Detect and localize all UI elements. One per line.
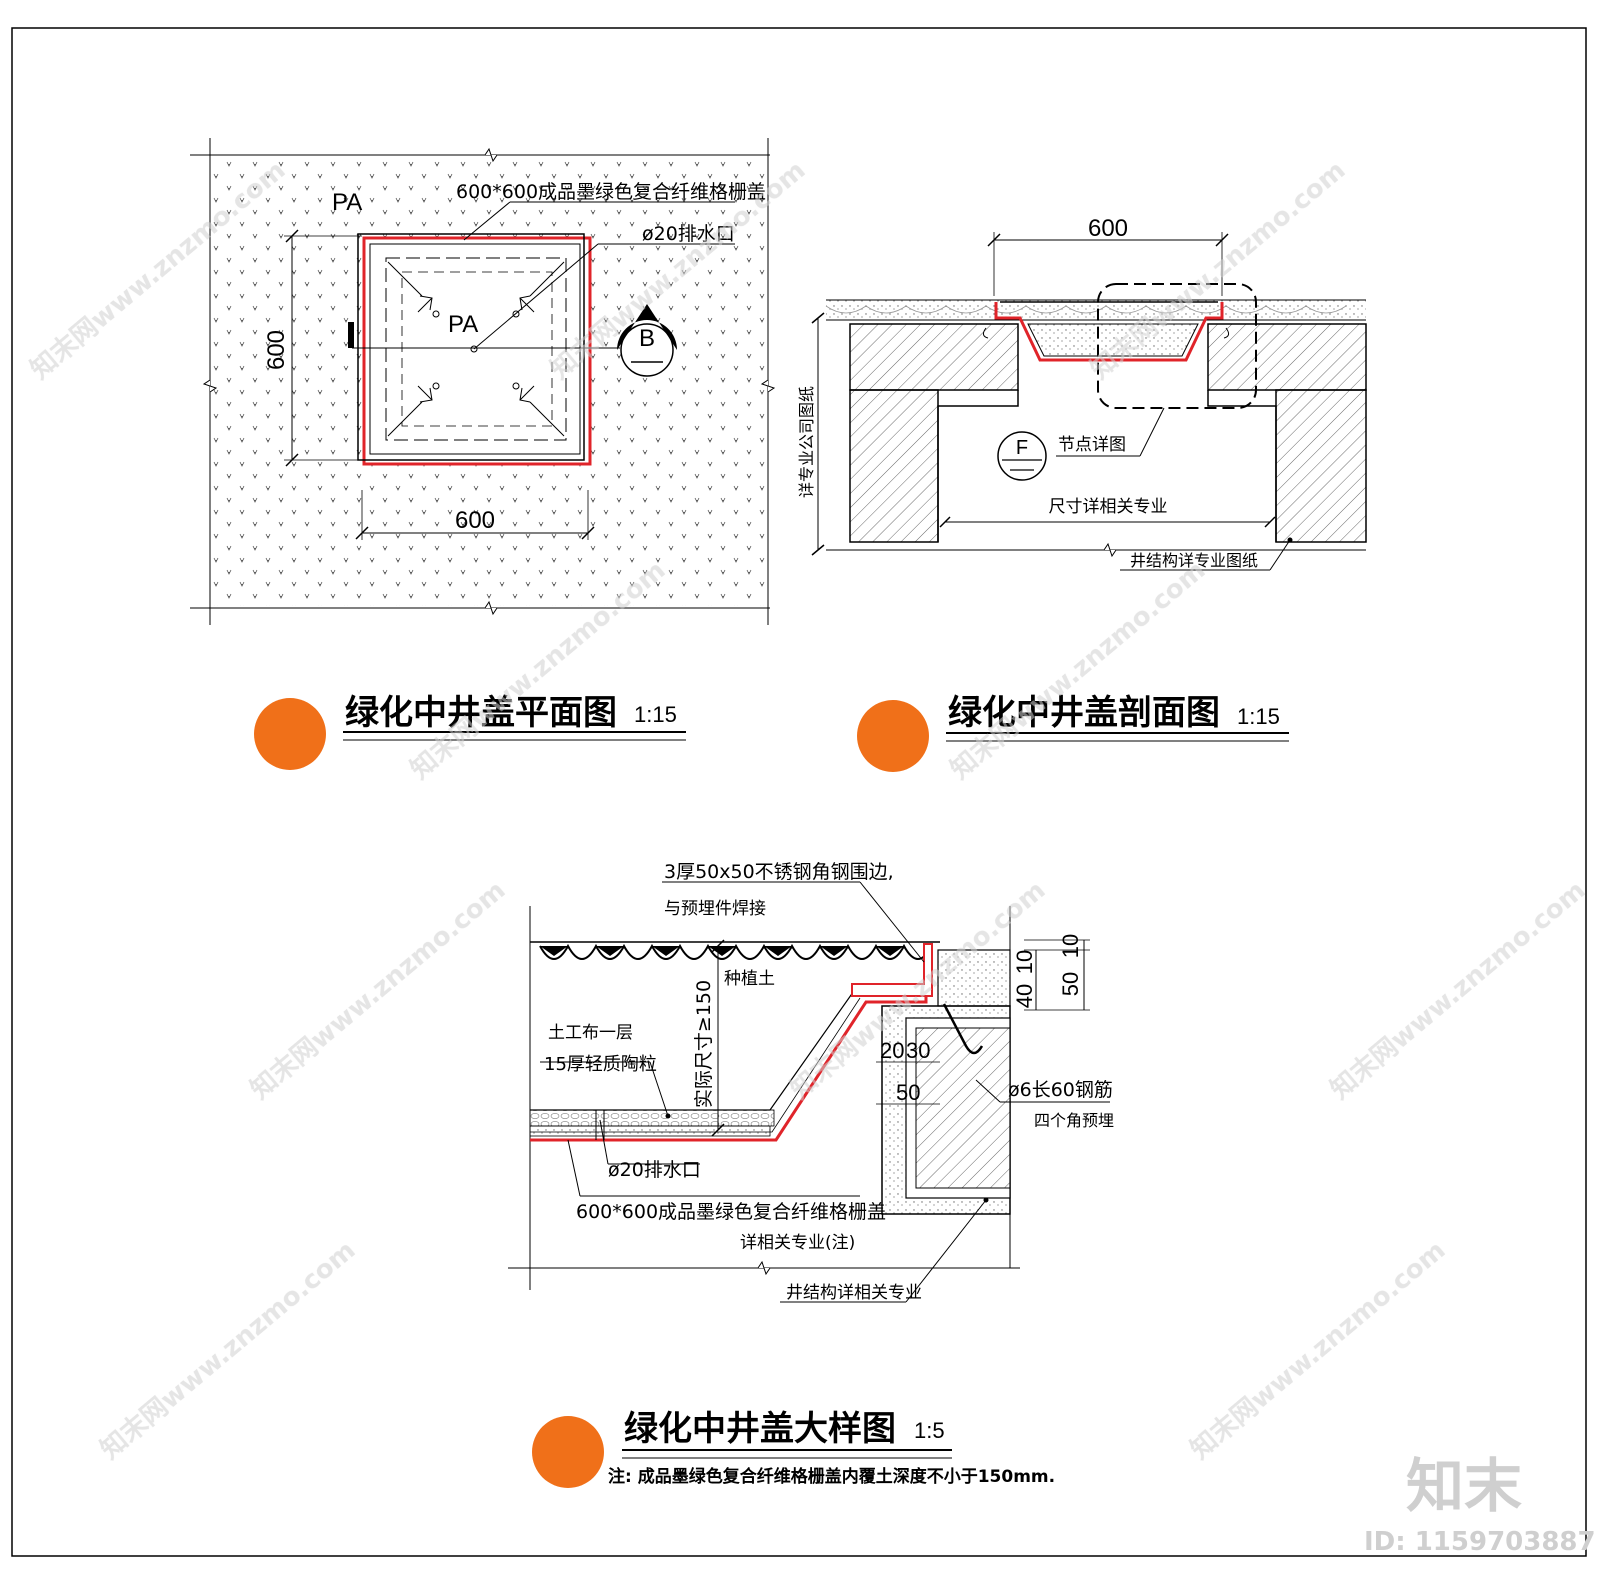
watermark-text: 知末网www.znzmo.com: [245, 875, 511, 1105]
watermark-text: 知末网www.znzmo.com: [1325, 875, 1591, 1105]
detail-title-dot: [532, 1416, 604, 1488]
detail-note-cover-2: 详相关专业(注): [740, 1233, 855, 1253]
detail-scale: 1:5: [914, 1418, 945, 1443]
detail-view: 实际尺寸≥150 10 40 50 10 20 30 50 3厚50x50不锈钢…: [508, 861, 1114, 1303]
section-marker-b-label: B: [639, 325, 655, 352]
detail-marker-f-label: F: [1016, 437, 1028, 459]
watermark-text: 知末网www.znzmo.com: [945, 555, 1211, 785]
detail-note-drain: ø20排水口: [608, 1159, 701, 1181]
plan-view: B 600 600 PA PA 600*600成品墨绿色复合纤维格栅盖 ø20排…: [190, 138, 776, 625]
plan-title-dot: [254, 698, 326, 770]
section-side-note: 详专业公司图纸: [797, 386, 816, 498]
detail-note-ceramsite: 15厚轻质陶粒: [544, 1054, 657, 1075]
plan-note-cover: 600*600成品墨绿色复合纤维格栅盖: [456, 181, 766, 203]
detail-note-angle-2: 与预埋件焊接: [664, 899, 766, 919]
detail-note-angle-1: 3厚50x50不锈钢角钢围边,: [664, 861, 894, 883]
detail-note-soil: 种植土: [724, 969, 775, 989]
section-title: 绿化中井盖剖面图: [948, 693, 1220, 733]
section-well-note: 井结构详专业图纸: [1130, 551, 1258, 570]
plan-label-pa-inner: PA: [448, 311, 478, 338]
detail-cover-edge: [530, 990, 928, 1142]
detail-title-block: 绿化中井盖大样图 1:5 注: 成品墨绿色复合纤维格栅盖内覆土深度不小于150m…: [532, 1409, 1055, 1488]
detail-marker-f: [997, 431, 1047, 481]
plan-label-pa-outer: PA: [332, 189, 362, 216]
section-scale: 1:15: [1237, 704, 1280, 729]
detail-dim-50a: 50: [1058, 972, 1083, 996]
section-view: F 节点详图 尺寸详相关专业 井结构详专业图纸 详专业公司图纸 600: [797, 215, 1367, 571]
detail-note-rebar: ø6长60钢筋: [1008, 1079, 1113, 1101]
plan-title-block: 绿化中井盖平面图 1:15: [254, 693, 686, 770]
section-detail-note: 节点详图: [1058, 435, 1126, 455]
detail-dim-10: 10: [1012, 950, 1037, 974]
watermark-id: ID: 1159703887: [1364, 1527, 1596, 1557]
plan-title: 绿化中井盖平面图: [345, 693, 617, 733]
sheet-frame: [11, 27, 1587, 1557]
section-title-dot: [857, 700, 929, 772]
plan-note-drain: ø20排水口: [642, 223, 735, 245]
plan-scale: 1:15: [634, 702, 677, 727]
detail-dim-20: 20: [880, 1038, 904, 1063]
watermark-text: 知末网www.znzmo.com: [95, 1235, 361, 1465]
plan-dim-horizontal: 600: [455, 507, 495, 534]
detail-rebar-hook: [942, 1003, 984, 1055]
detail-dim-40: 40: [1012, 984, 1037, 1008]
plan-dim-vertical: 600: [263, 330, 290, 370]
watermark-logo: 知末: [1406, 1452, 1522, 1520]
detail-note-cover: 600*600成品墨绿色复合纤维格栅盖: [576, 1201, 886, 1223]
section-dim-top: 600: [1088, 215, 1128, 242]
detail-note-well: 井结构详相关专业: [786, 1283, 922, 1303]
detail-title: 绿化中井盖大样图: [624, 1409, 896, 1449]
detail-dim-30: 30: [906, 1038, 930, 1063]
section-title-block: 绿化中井盖剖面图 1:15: [857, 693, 1289, 772]
watermark-text: 知末网www.znzmo.com: [1185, 1235, 1451, 1465]
detail-dim-10b: 10: [1058, 934, 1083, 958]
detail-dim-50b: 50: [896, 1080, 920, 1105]
plan-drain-hole: [470, 345, 478, 353]
detail-note-geotextile: 土工布一层: [548, 1023, 633, 1043]
detail-note-depth: 实际尺寸≥150: [693, 980, 715, 1108]
detail-footnote: 注: 成品墨绿色复合纤维格栅盖内覆土深度不小于150mm.: [608, 1466, 1055, 1487]
section-size-note: 尺寸详相关专业: [1049, 497, 1168, 517]
section-detail-callout: [1097, 283, 1257, 409]
detail-note-rebar-2: 四个角预埋: [1034, 1111, 1114, 1130]
